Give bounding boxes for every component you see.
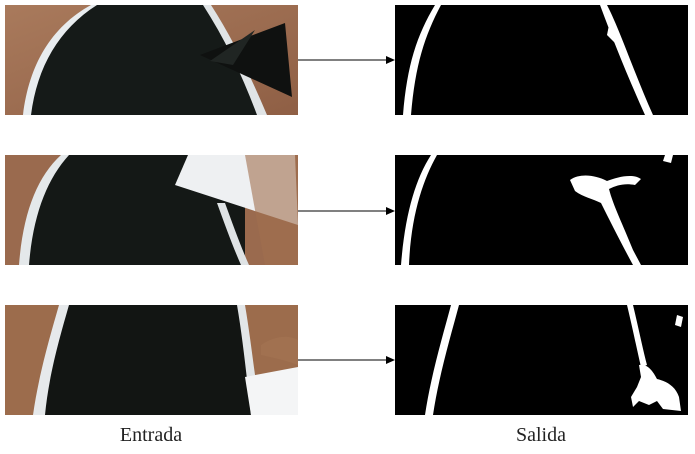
caption-output: Salida [516,424,566,446]
caption-input: Entrada [119,424,183,446]
input-image-row-1 [5,5,298,115]
input-image-row-3 [5,305,298,415]
arrow-row-1 [298,56,395,64]
input-image-row-2 [5,155,298,265]
output-mask-row-1 [395,5,688,115]
output-mask-row-3 [395,305,688,415]
arrow-row-3 [298,356,395,364]
arrow-row-2 [298,207,395,215]
output-mask-row-2 [395,155,688,265]
